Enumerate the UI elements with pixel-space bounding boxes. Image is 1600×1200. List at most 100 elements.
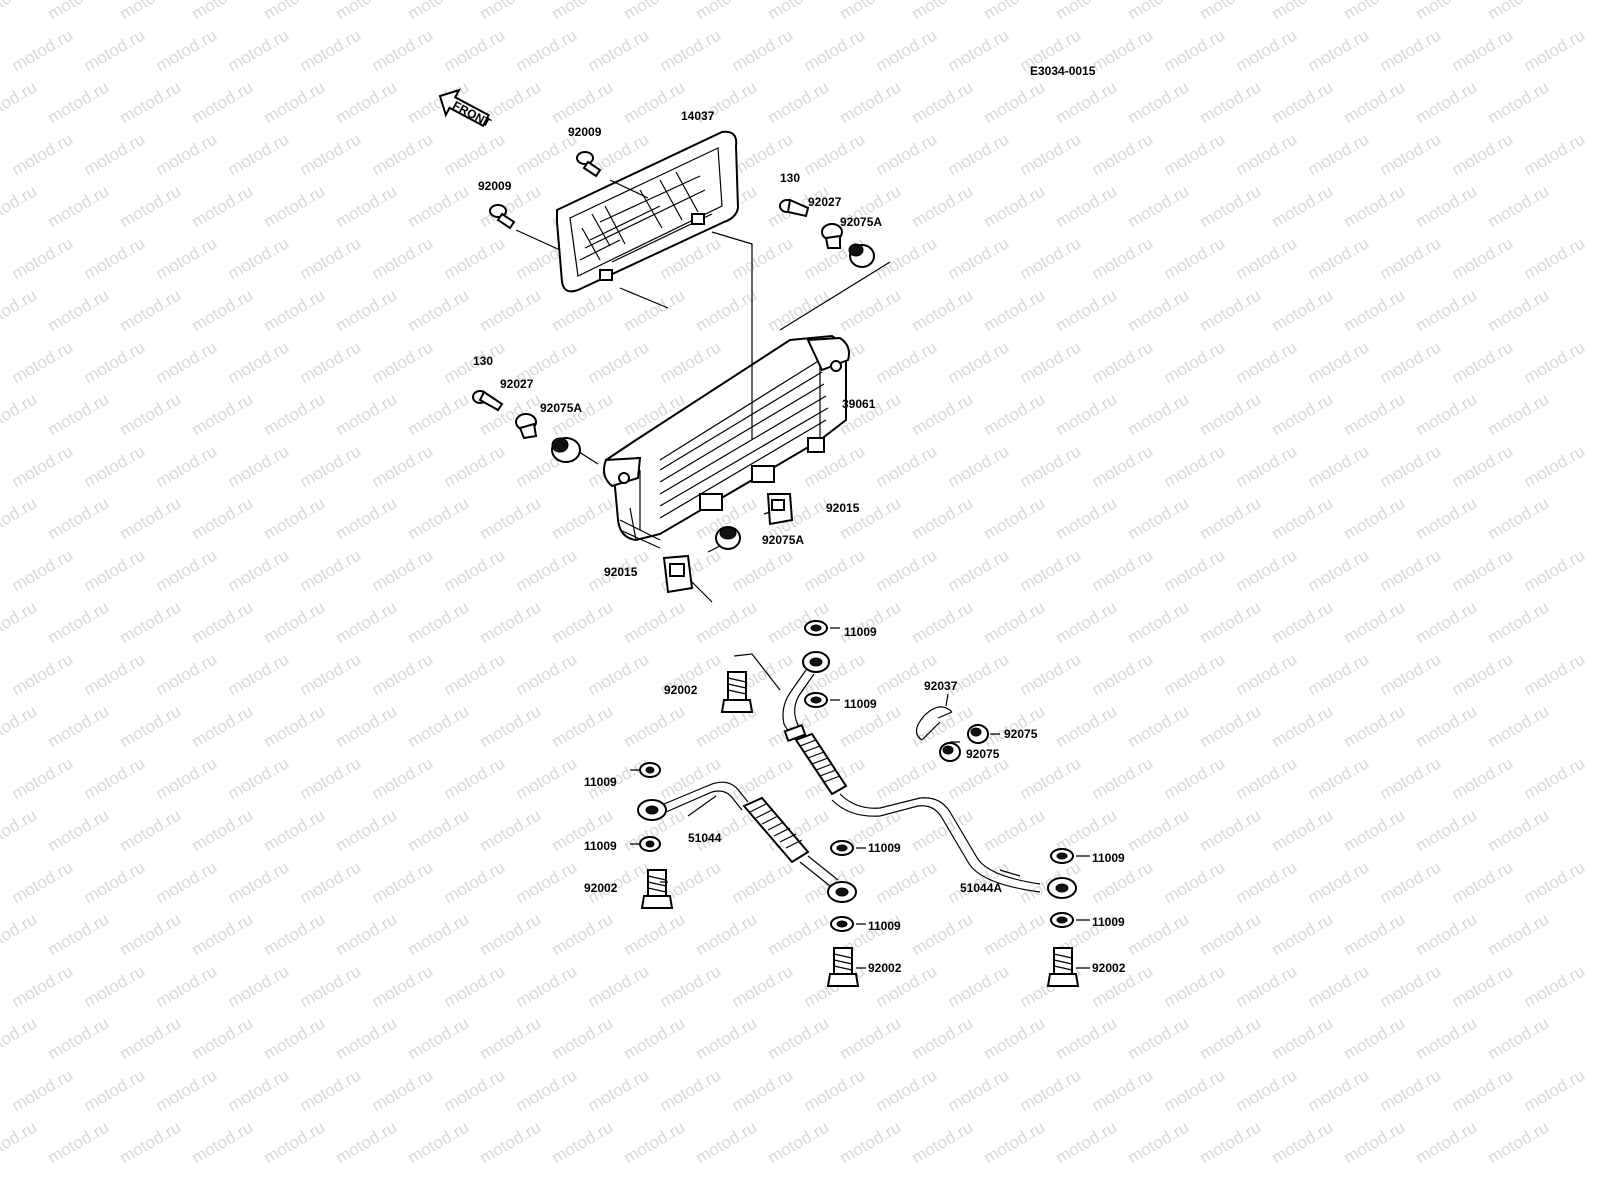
watermark-text: motod.ru	[1089, 753, 1157, 803]
watermark-text: motod.ru	[117, 77, 185, 127]
watermark-text: motod.ru	[1233, 857, 1301, 907]
watermark-text: motod.ru	[117, 181, 185, 231]
watermark-text: motod.ru	[1305, 25, 1373, 75]
watermark-text: motod.ru	[117, 701, 185, 751]
label-11009-2: 11009	[844, 697, 877, 711]
watermark-text: motod.ru	[1017, 649, 1085, 699]
watermark-text: motod.ru	[621, 0, 689, 23]
watermark-text: motod.ru	[405, 389, 473, 439]
watermark-text: motod.ru	[333, 493, 401, 543]
watermark-text: motod.ru	[621, 1117, 689, 1167]
label-92075A-right: 92075A	[840, 215, 882, 229]
watermark-text: motod.ru	[1125, 77, 1193, 127]
watermark-text: motod.ru	[45, 1013, 113, 1063]
watermark-text: motod.ru	[1125, 181, 1193, 231]
watermark-text: motod.ru	[981, 181, 1049, 231]
label-11009-3: 11009	[584, 775, 617, 789]
banjo-bolt-92002-upper	[720, 671, 754, 713]
watermark-text: motod.ru	[1449, 441, 1517, 491]
watermark-text: motod.ru	[1017, 753, 1085, 803]
watermark-text: motod.ru	[225, 961, 293, 1011]
watermark-text: motod.ru	[1053, 1013, 1121, 1063]
watermark-text: motod.ru	[189, 597, 257, 647]
watermark-text: motod.ru	[1449, 337, 1517, 387]
diagram-code: E3034-0015	[1030, 64, 1096, 78]
watermark-text: motod.ru	[441, 25, 509, 75]
clip-92037	[915, 706, 953, 741]
label-39061: 39061	[842, 397, 876, 411]
watermark-text: motod.ru	[0, 805, 40, 855]
watermark-text: motod.ru	[1485, 0, 1553, 23]
label-92002-center: 92002	[868, 961, 902, 975]
watermark-text: motod.ru	[1449, 961, 1517, 1011]
watermark-text: motod.ru	[909, 285, 977, 335]
watermark-text: motod.ru	[477, 805, 545, 855]
watermark-text: motod.ru	[981, 909, 1049, 959]
watermark-text: motod.ru	[81, 1065, 149, 1115]
watermark-text: motod.ru	[333, 805, 401, 855]
watermark-text: motod.ru	[477, 0, 545, 23]
front-arrow-label: FRONT	[450, 98, 494, 130]
watermark-text: motod.ru	[1377, 545, 1445, 595]
watermark-text: motod.ru	[1377, 233, 1445, 283]
label-92009-upper: 92009	[568, 125, 602, 139]
watermark-text: motod.ru	[0, 0, 40, 23]
watermark-text: motod.ru	[0, 181, 40, 231]
watermark-text: motod.ru	[1197, 805, 1265, 855]
watermark-text: motod.ru	[45, 0, 113, 23]
watermark-text: motod.ru	[297, 233, 365, 283]
watermark-text: motod.ru	[1197, 1013, 1265, 1063]
watermark-text: motod.ru	[1485, 1013, 1553, 1063]
label-92075A-left: 92075A	[540, 401, 582, 415]
watermark-text: motod.ru	[153, 1065, 221, 1115]
watermark-text: motod.ru	[1305, 441, 1373, 491]
watermark-text: motod.ru	[1089, 441, 1157, 491]
watermark-text: motod.ru	[1161, 129, 1229, 179]
watermark-text: motod.ru	[477, 285, 545, 335]
watermark-text: motod.ru	[1413, 701, 1481, 751]
watermark-text: motod.ru	[657, 961, 725, 1011]
watermark-text: motod.ru	[9, 337, 77, 387]
watermark-text: motod.ru	[1197, 1117, 1265, 1167]
watermark-text: motod.ru	[1449, 233, 1517, 283]
watermark-text: motod.ru	[1449, 545, 1517, 595]
watermark-text: motod.ru	[81, 545, 149, 595]
watermark-text: motod.ru	[369, 753, 437, 803]
watermark-text: motod.ru	[1197, 181, 1265, 231]
watermark-text: motod.ru	[1161, 545, 1229, 595]
watermark-text: motod.ru	[1161, 753, 1229, 803]
watermark-text: motod.ru	[1413, 389, 1481, 439]
watermark-text: motod.ru	[837, 1013, 905, 1063]
watermark-text: motod.ru	[441, 1065, 509, 1115]
bolt-130-left	[472, 390, 504, 412]
watermark-text: motod.ru	[261, 909, 329, 959]
watermark-text: motod.ru	[873, 441, 941, 491]
watermark-text: motod.ru	[729, 1065, 797, 1115]
watermark-text: motod.ru	[333, 0, 401, 23]
collar-92027-right	[821, 223, 843, 249]
watermark-text: motod.ru	[9, 441, 77, 491]
watermark-text: motod.ru	[1449, 129, 1517, 179]
watermark-text: motod.ru	[81, 857, 149, 907]
watermark-text: motod.ru	[1413, 597, 1481, 647]
label-92002-right: 92002	[1092, 961, 1126, 975]
watermark-text: motod.ru	[657, 25, 725, 75]
watermark-text: motod.ru	[9, 961, 77, 1011]
label-92075A-bottom: 92075A	[762, 533, 804, 547]
watermark-text: motod.ru	[1269, 181, 1337, 231]
watermark-text: motod.ru	[729, 25, 797, 75]
watermark-text: motod.ru	[405, 1117, 473, 1167]
watermark-text: motod.ru	[1233, 129, 1301, 179]
watermark-text: motod.ru	[1125, 285, 1193, 335]
watermark-text: motod.ru	[189, 389, 257, 439]
label-92002-left: 92002	[584, 881, 618, 895]
watermark-text: motod.ru	[405, 909, 473, 959]
label-51044: 51044	[688, 831, 722, 845]
label-14037: 14037	[681, 109, 715, 123]
watermark-text: motod.ru	[225, 753, 293, 803]
watermark-text: motod.ru	[441, 857, 509, 907]
watermark-text: motod.ru	[225, 545, 293, 595]
watermark-text: motod.ru	[981, 0, 1049, 23]
watermark-text: motod.ru	[261, 0, 329, 23]
